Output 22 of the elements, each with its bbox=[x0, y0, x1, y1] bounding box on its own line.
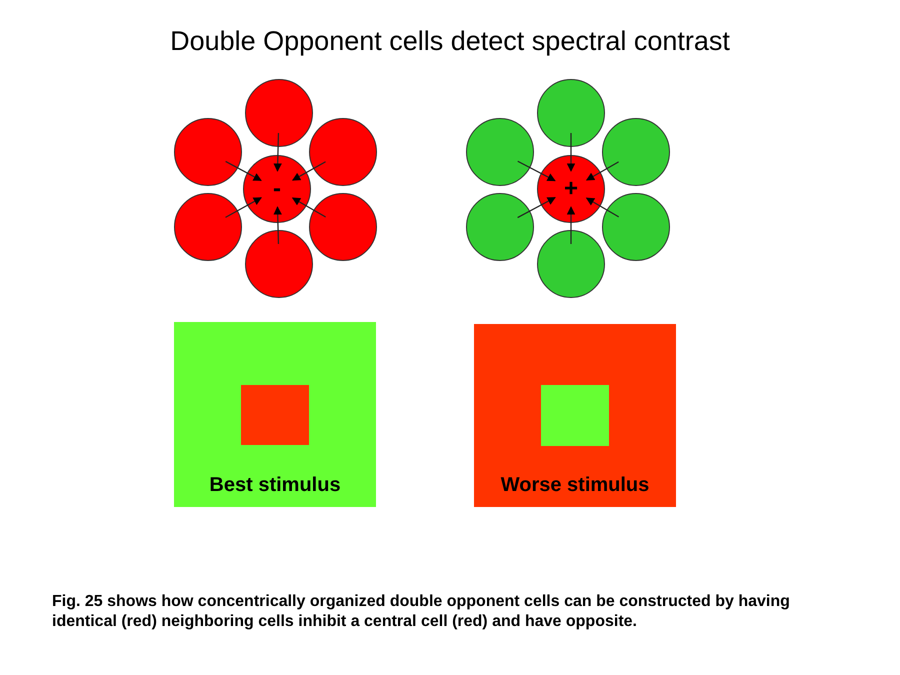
sign-label: + bbox=[564, 177, 578, 201]
stimulus-square bbox=[474, 324, 676, 507]
stimulus-square bbox=[174, 322, 376, 507]
stimulus-label: Worse stimulus bbox=[500, 475, 650, 495]
arrow bbox=[517, 160, 556, 182]
title: Double Opponent cells detect spectral contrast bbox=[169, 26, 731, 57]
center-square bbox=[241, 385, 309, 445]
arrow bbox=[517, 196, 556, 218]
sign-label: - bbox=[273, 177, 281, 201]
arrow bbox=[566, 206, 576, 244]
arrow bbox=[566, 133, 576, 172]
arrow bbox=[586, 198, 620, 218]
arrow bbox=[586, 161, 619, 181]
arrow bbox=[292, 161, 326, 181]
arrow bbox=[292, 197, 326, 218]
stimulus-label: Best stimulus bbox=[209, 475, 341, 495]
arrow bbox=[273, 132, 282, 172]
arrow bbox=[225, 160, 262, 182]
center-square bbox=[541, 385, 609, 446]
arrow bbox=[273, 206, 282, 244]
caption: Fig. 25 shows how concentrically organized double opponent cells can be constructed by having identical (red) neighboring cells inhibit a central cell (red) and have opposite. bbox=[52, 592, 791, 632]
arrow bbox=[225, 197, 262, 218]
